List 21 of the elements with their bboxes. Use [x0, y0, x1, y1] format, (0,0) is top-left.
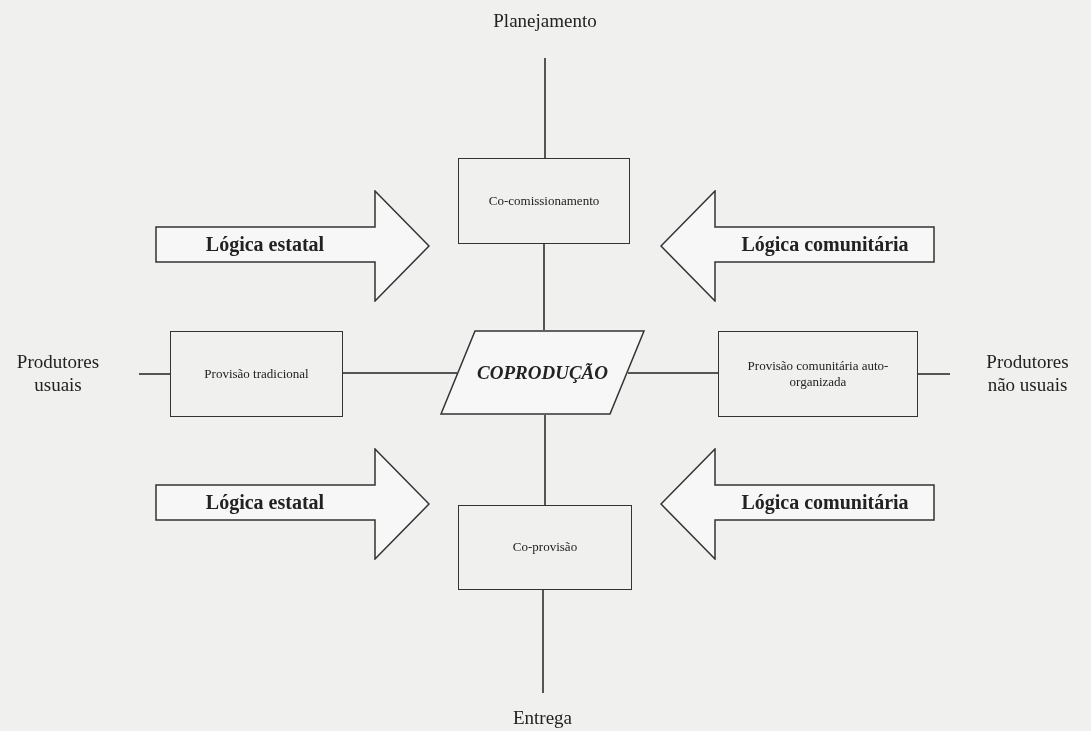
- process-box: Provisão tradicional: [170, 331, 343, 417]
- pointing-banner: Lógica estatal: [155, 190, 430, 302]
- process-box: Provisão comunitária auto-organizada: [718, 331, 918, 417]
- pointing-banner: Lógica estatal: [155, 448, 430, 560]
- node-label: Planejamento: [490, 2, 600, 40]
- connector-line: [342, 372, 458, 374]
- connector-line: [544, 57, 546, 159]
- connector-line: [138, 373, 171, 375]
- connector-line: [542, 589, 544, 694]
- pointing-banner: Lógica comunitária: [660, 190, 935, 302]
- connector-line: [627, 372, 719, 374]
- process-box: Co-provisão: [458, 505, 632, 590]
- node-label: Entrega: [485, 705, 600, 731]
- node-label: Produtores não usuais: [975, 348, 1080, 400]
- parallelogram: COPRODUÇÃO: [440, 330, 645, 415]
- connector-line: [543, 243, 545, 331]
- process-box: Co-comissionamento: [458, 158, 630, 244]
- pointing-banner: Lógica comunitária: [660, 448, 935, 560]
- node-label: Produtores usuais: [2, 348, 114, 400]
- connector-line: [917, 373, 951, 375]
- connector-line: [544, 414, 546, 506]
